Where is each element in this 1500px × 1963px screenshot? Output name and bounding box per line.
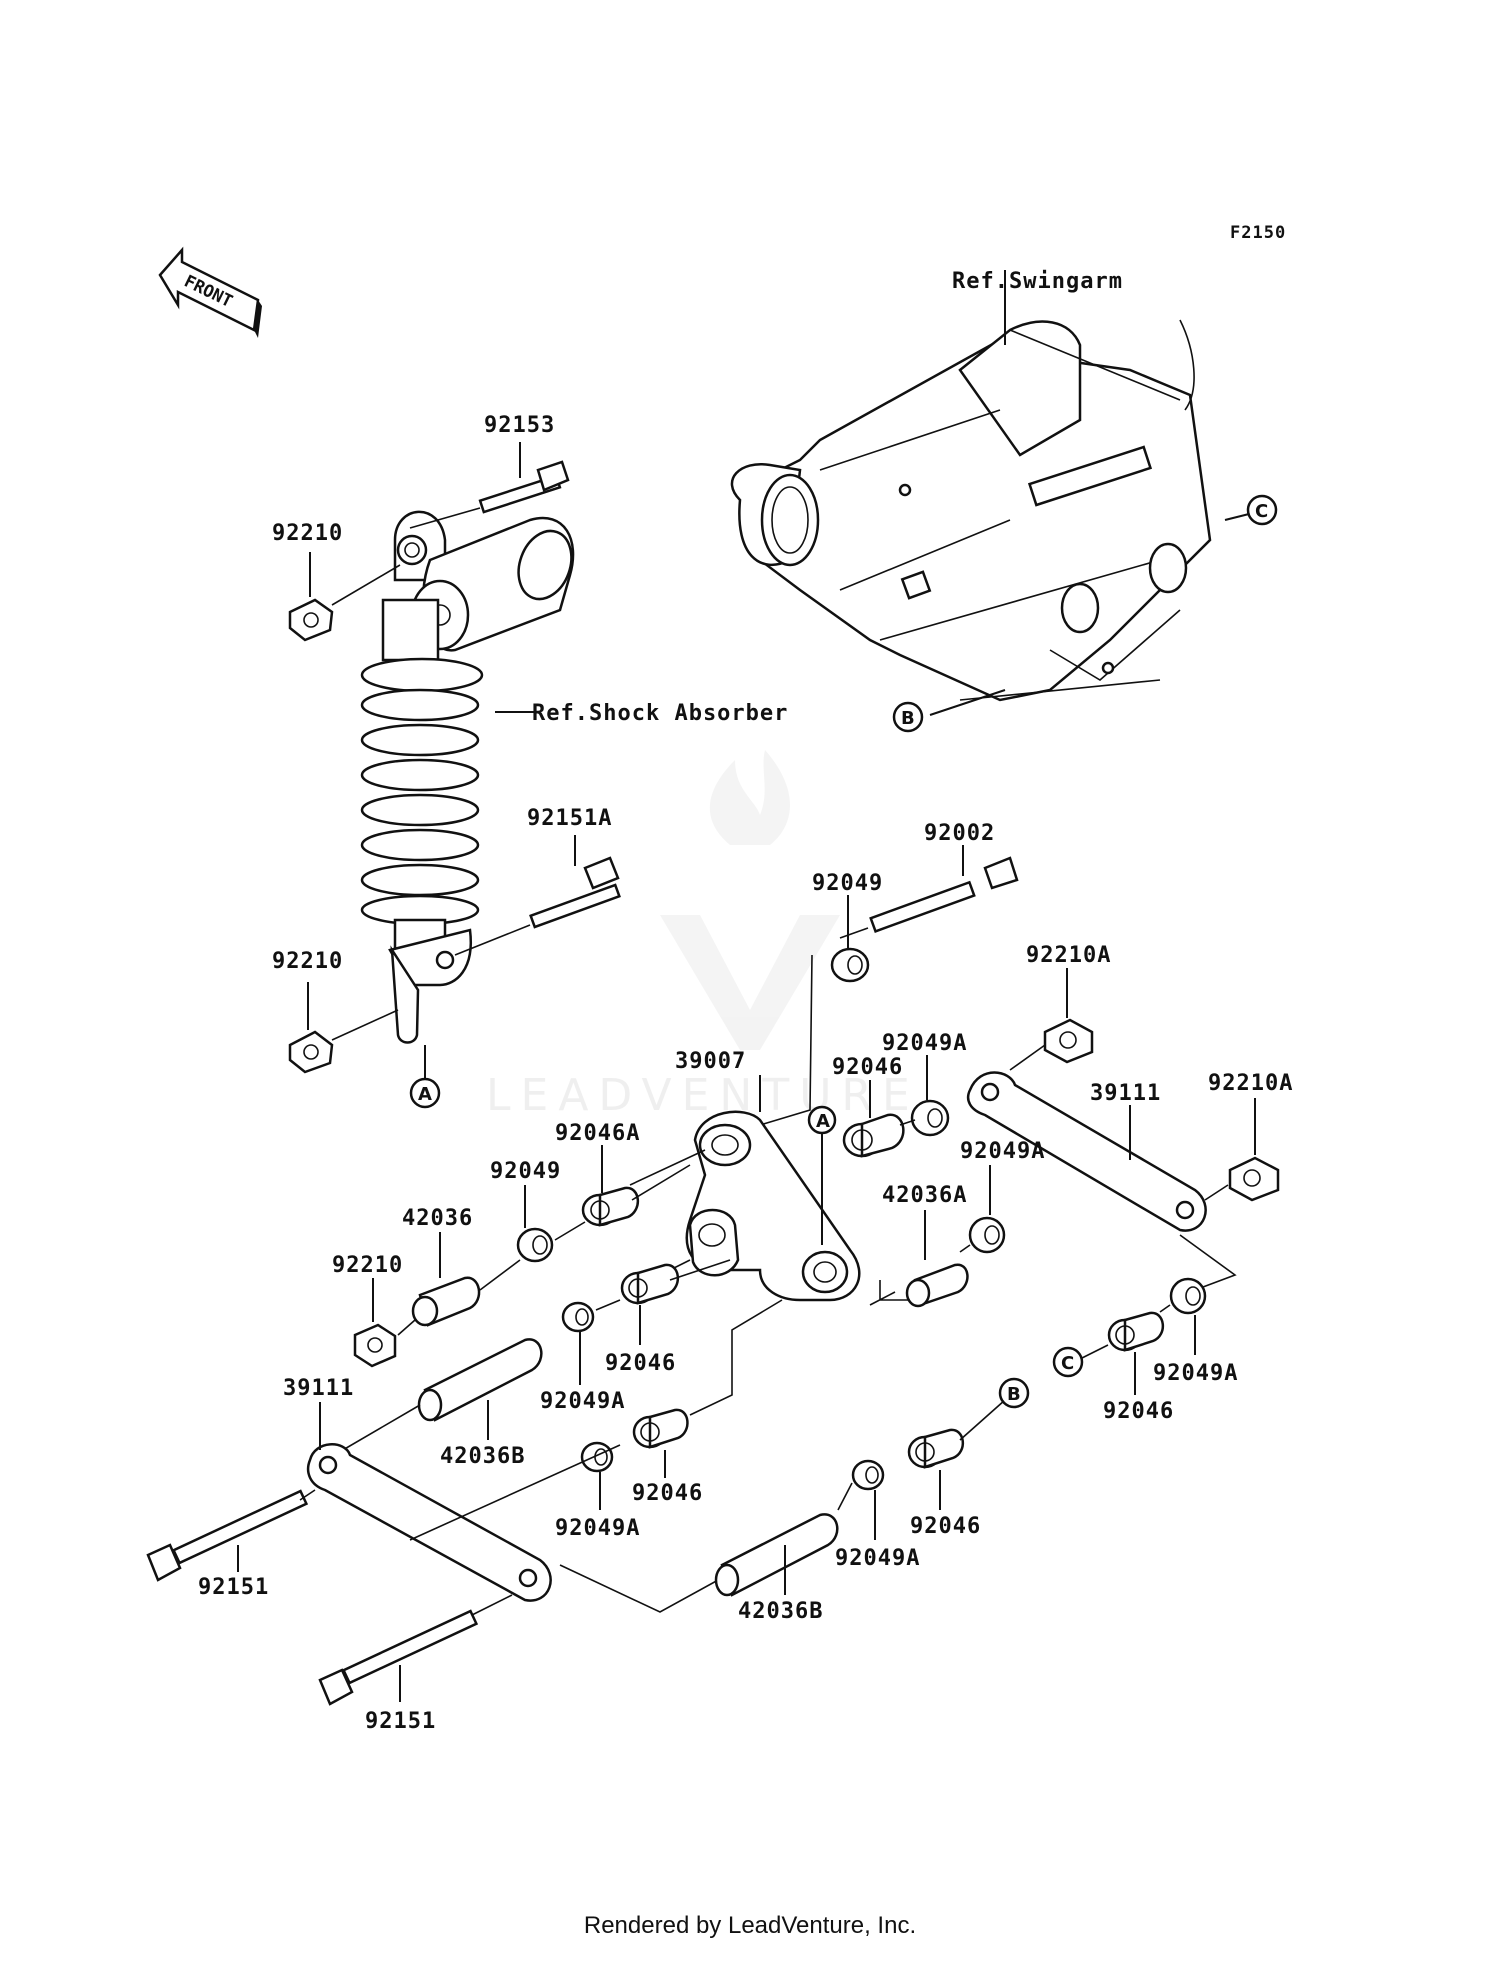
nut-92210A-right-icon — [1204, 1098, 1280, 1202]
label-92049A-b: 92049A — [835, 1546, 920, 1571]
collar-42036B-left-icon — [311, 1338, 543, 1469]
bearing-92046A-icon — [581, 1145, 691, 1227]
bolt-92151-left-icon — [146, 1489, 316, 1582]
svg-text:A: A — [418, 1084, 432, 1105]
washer-92049A-c2-icon — [580, 1441, 614, 1510]
label-42036B-bottom: 42036B — [738, 1599, 823, 1624]
ref-swingarm-label: Ref.Swingarm — [952, 269, 1123, 294]
washer-92049A-c-icon — [1159, 1277, 1207, 1355]
label-92049A-c1: 92049A — [540, 1389, 625, 1414]
nut-92210A-top-icon — [1009, 968, 1094, 1071]
nut-92210-top-icon — [288, 552, 401, 642]
shock-spring — [360, 657, 484, 926]
label-92049A-c: 92049A — [1153, 1361, 1238, 1386]
label-39007: 39007 — [675, 1049, 746, 1074]
collar-42036B-bottom-icon — [714, 1513, 839, 1597]
label-92049-left: 92049 — [490, 1159, 561, 1184]
label-42036: 42036 — [402, 1206, 473, 1231]
label-92151-bottom: 92151 — [365, 1709, 436, 1734]
ref-shock-absorber-label: Ref.Shock Absorber — [532, 701, 788, 726]
label-92210A-top: 92210A — [1026, 943, 1111, 968]
bolt-92002-icon — [839, 845, 1019, 939]
label-92049A-c2: 92049A — [555, 1516, 640, 1541]
rocker-arm-39007-icon — [629, 1075, 861, 1302]
bearing-92046-c-icon — [1081, 1311, 1164, 1395]
label-92046-top: 92046 — [832, 1055, 903, 1080]
label-92002: 92002 — [924, 821, 995, 846]
bearing-92046-c1-icon — [620, 1259, 783, 1416]
footer-credit: Rendered by LeadVenture, Inc. — [583, 1912, 917, 1939]
label-92046A: 92046A — [555, 1121, 640, 1146]
washer-92049-top-icon — [759, 895, 870, 1126]
watermark-text: LEADVENTURE — [486, 1070, 920, 1121]
callout-C-bottom-icon: C — [1052, 1346, 1084, 1378]
bolt-92153-icon — [409, 442, 570, 529]
bearing-92046-c2-icon — [409, 1408, 689, 1541]
label-92210-mid: 92210 — [272, 949, 343, 974]
label-92049A-right: 92049A — [960, 1139, 1045, 1164]
svg-text:C: C — [1061, 1353, 1074, 1374]
shock-absorber-illustration — [360, 510, 575, 1080]
callout-C-top-icon: C — [1246, 494, 1278, 526]
label-39111-right: 39111 — [1090, 1081, 1161, 1106]
svg-text:C: C — [1255, 501, 1268, 522]
label-42036B-left: 42036B — [440, 1444, 525, 1469]
washer-92049A-top-icon — [910, 1055, 950, 1137]
label-92151A: 92151A — [527, 806, 612, 831]
nut-92210-mid-icon — [288, 982, 399, 1074]
diagram-code: F2150 — [1230, 223, 1286, 243]
washer-92049A-right-icon — [959, 1165, 1006, 1254]
washer-92049-left-icon — [516, 1185, 586, 1263]
bolt-92151-bottom-icon — [318, 1594, 513, 1706]
link-39111-right-icon — [966, 1071, 1237, 1291]
label-92153: 92153 — [484, 413, 555, 438]
label-92210-top: 92210 — [272, 521, 343, 546]
washer-92049A-b-icon — [837, 1459, 885, 1540]
label-92049-top: 92049 — [812, 871, 883, 896]
collar-42036A-icon — [869, 1210, 969, 1308]
callout-A-mid-icon: A — [807, 1105, 837, 1245]
label-92210A-right: 92210A — [1208, 1071, 1293, 1096]
callout-B-bottom-icon: B — [998, 1377, 1030, 1409]
label-92046-b: 92046 — [910, 1514, 981, 1539]
label-42036A: 42036A — [882, 1183, 967, 1208]
label-92049A-top: 92049A — [882, 1031, 967, 1056]
nut-92210-low-icon — [353, 1278, 416, 1368]
watermark-logo: LEADVENTURE — [486, 750, 920, 1121]
label-92046-c1: 92046 — [605, 1351, 676, 1376]
bearing-92046-b-icon — [907, 1399, 1006, 1510]
callout-A-bottom-icon: A — [409, 1077, 441, 1109]
link-39111-left-icon — [306, 1402, 741, 1613]
svg-text:B: B — [1007, 1384, 1021, 1405]
bolt-92151A-icon — [454, 835, 621, 956]
label-92210-low: 92210 — [332, 1253, 403, 1278]
bearing-92046-top-icon — [842, 1080, 916, 1158]
label-39111-left: 39111 — [283, 1376, 354, 1401]
washer-92049A-c1-icon — [561, 1299, 621, 1385]
collar-42036-icon — [411, 1232, 521, 1327]
front-arrow-icon: FRONT — [158, 246, 262, 338]
label-92151-left: 92151 — [198, 1575, 269, 1600]
swingarm-illustration — [730, 270, 1266, 716]
svg-text:B: B — [901, 708, 915, 729]
callout-B-top-icon: B — [892, 701, 924, 733]
label-92046-c2: 92046 — [632, 1481, 703, 1506]
svg-text:A: A — [816, 1111, 830, 1132]
label-92046-c: 92046 — [1103, 1399, 1174, 1424]
